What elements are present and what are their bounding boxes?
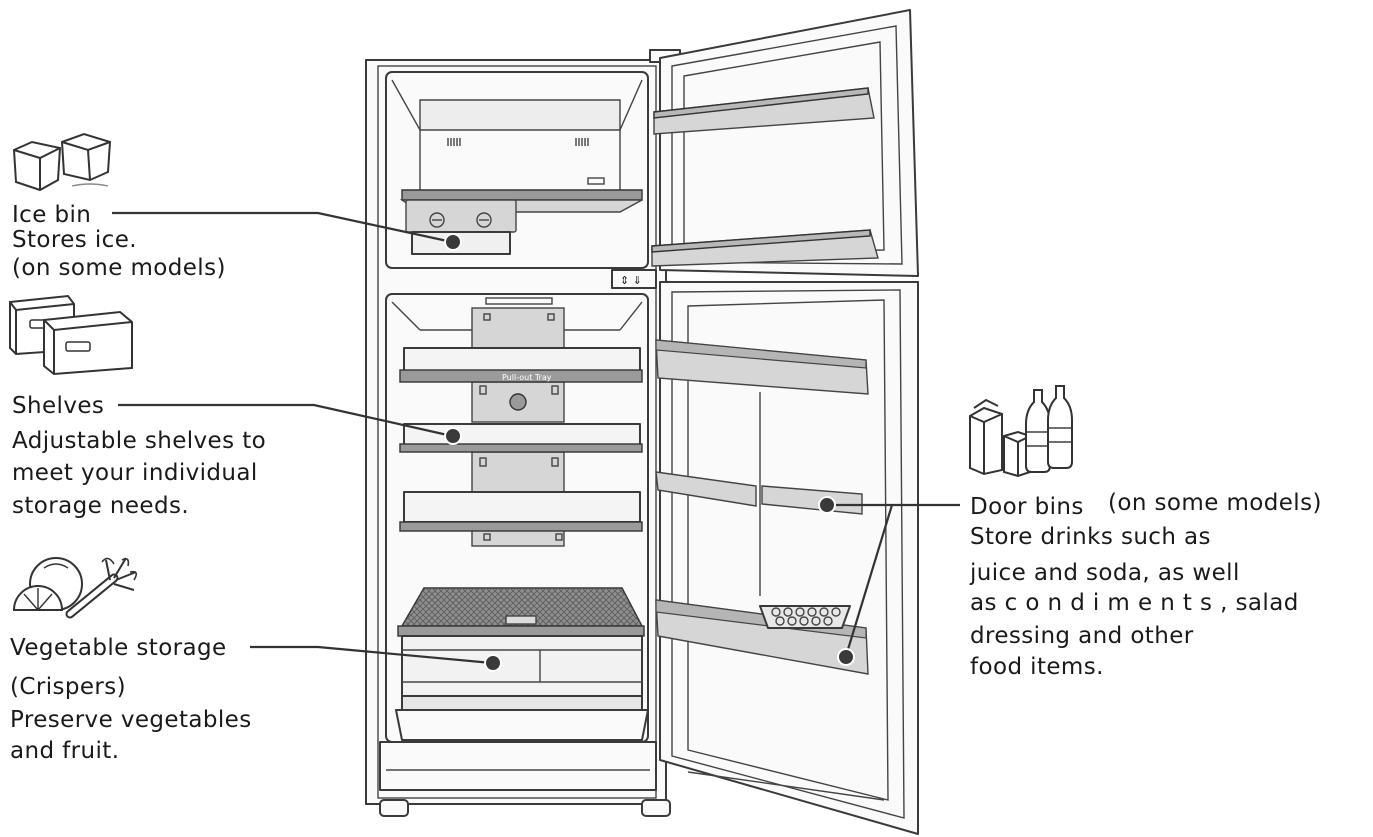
- ice-bin-title: Ice bin: [12, 202, 91, 228]
- marker-vegetable: [484, 654, 502, 672]
- door-bins-note: (on some models): [1108, 490, 1322, 516]
- door-bin-middle-right: [761, 485, 863, 515]
- crisper-drawer: [395, 635, 649, 741]
- shelves-line2: Adjustable shelves to: [12, 428, 266, 454]
- marker-door-bin-bottom: [837, 648, 855, 666]
- crisper-cover: [397, 587, 645, 637]
- marker-shelves: [444, 427, 462, 445]
- vegetable-line4: and fruit.: [10, 738, 119, 764]
- door-bins-line3: juice and soda, as well: [969, 560, 1240, 586]
- storage-boxes-icon: [9, 294, 133, 376]
- shelves-line3: meet your individual: [12, 460, 258, 486]
- door-bin-bottom: [655, 599, 869, 675]
- shelf-2: [399, 423, 643, 453]
- door-bin-middle-left: [655, 471, 757, 507]
- door-bin-top: [655, 339, 869, 395]
- leader-lines: [112, 211, 960, 665]
- svg-text:⇕ ⇓: ⇕ ⇓: [620, 274, 642, 287]
- door-bins-line5: dressing and other: [970, 623, 1194, 649]
- leader-vegetable: [250, 645, 493, 665]
- marker-ice-bin: [444, 233, 462, 251]
- freezer-compartment: [385, 71, 649, 269]
- door-bins-line2: Store drinks such as: [970, 524, 1211, 550]
- shelf-1: [399, 347, 643, 383]
- vegetable-title: Vegetable storage: [10, 635, 227, 661]
- marker-door-bin-middle: [818, 496, 836, 514]
- ice-bin-line3: (on some models): [12, 255, 226, 281]
- leader-ice-bin: [112, 211, 453, 244]
- ice-bin-line2: Stores ice.: [12, 227, 137, 253]
- door-bins-line6: food items.: [970, 654, 1104, 680]
- temperature-dial: [509, 393, 527, 411]
- vegetable-line3: Preserve vegetables: [10, 707, 252, 733]
- foot-right: [641, 799, 671, 817]
- freezer-vent-right: [575, 138, 589, 146]
- door-bins-line4: as c o n d i m e n t s , salad: [970, 590, 1299, 616]
- ice-bin: [405, 199, 517, 255]
- egg-tray: [759, 605, 851, 629]
- label-vegetable-storage: Vegetable storage (Crispers) Preserve ve…: [10, 635, 252, 764]
- leader-shelves: [118, 403, 453, 438]
- shelves-line4: storage needs.: [12, 493, 189, 519]
- label-ice-bin: Ice bin Stores ice. (on some models): [12, 202, 226, 281]
- door-bins-title: Door bins: [970, 494, 1084, 520]
- foot-left: [379, 799, 409, 817]
- ice-cubes-icon: [12, 132, 112, 192]
- fruit-vegetables-icon: [12, 557, 138, 619]
- freezer-door: [651, 9, 919, 277]
- leader-door-bins-lower: [844, 504, 894, 657]
- vegetable-line2: (Crispers): [10, 674, 126, 700]
- control-panel: [611, 269, 657, 289]
- freezer-vent-left: [447, 138, 461, 146]
- shelves-title: Shelves: [12, 393, 104, 419]
- fridge-door: [655, 281, 919, 835]
- pull-out-tray-label: Pull-out Tray: [502, 373, 552, 382]
- drinks-bottles-icon: [969, 385, 1073, 478]
- refrigerator: ⇕ ⇓ Pull-out Tray: [365, 9, 919, 835]
- label-door-bins: Door bins (on some models) Store drinks …: [969, 490, 1322, 680]
- fridge-compartment: Pull-out Tray: [385, 293, 649, 743]
- shelf-3: [399, 491, 643, 532]
- label-shelves: Shelves Adjustable shelves to meet your …: [12, 393, 266, 519]
